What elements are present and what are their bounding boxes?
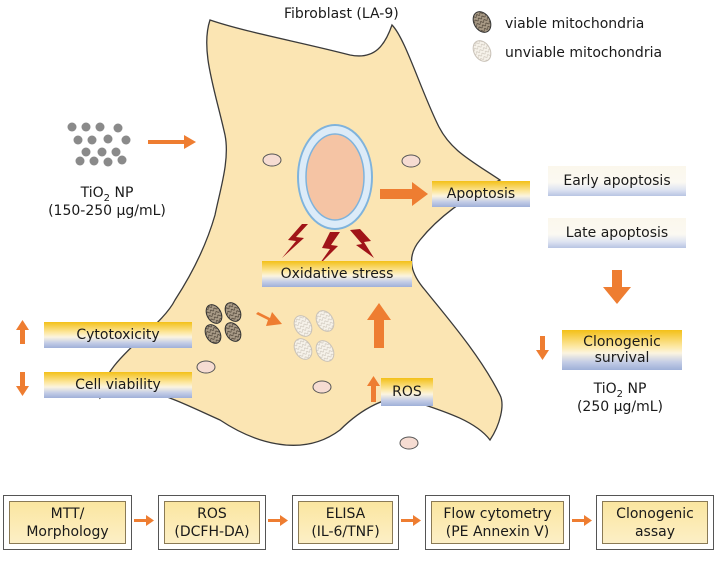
assay-step-label: ELISA (IL-6/TNF) xyxy=(298,501,393,544)
treatment-left: TiO2 NP xyxy=(52,185,162,207)
viable-mitochondrion-icon xyxy=(224,302,242,322)
treatment-left-name: TiO xyxy=(80,185,104,201)
assay-step-clonogenic: Clonogenic assay xyxy=(596,495,714,550)
arrow-up-icon xyxy=(367,376,380,402)
arrow-down-icon xyxy=(603,270,631,304)
treatment-left-dose: (150-250 μg/mL) xyxy=(48,203,166,219)
arrow-right-icon xyxy=(256,312,282,326)
tio2-nanoparticles-icon xyxy=(67,122,131,167)
vesicle xyxy=(399,436,419,450)
assay-step-label: Clonogenic assay xyxy=(602,501,708,544)
oxidative-stress-label: Oxidative stress xyxy=(262,261,412,287)
arrow-up-icon xyxy=(367,303,391,348)
unviable-mitochondrion-icon xyxy=(293,315,313,337)
legend-viable-mitochondrion-icon xyxy=(472,11,492,33)
early-apoptosis-label: Early apoptosis xyxy=(548,166,686,196)
diagram-title: Fibroblast (LA-9) xyxy=(284,6,399,22)
arrow-right-icon xyxy=(148,135,196,149)
treatment-left-suffix: NP xyxy=(110,185,134,201)
viable-mitochondria-cluster xyxy=(204,302,242,344)
clonogenic-survival-label: Clonogenic survival xyxy=(562,330,682,370)
treatment-right: TiO2 NP xyxy=(565,381,675,403)
assay-step-flow-cytometry: Flow cytometry (PE Annexin V) xyxy=(425,495,570,550)
unviable-mitochondrion-icon xyxy=(293,338,313,360)
treatment-right-sub: 2 xyxy=(616,388,624,400)
late-apoptosis-label: Late apoptosis xyxy=(548,218,686,248)
vesicles xyxy=(196,153,421,450)
vesicle xyxy=(262,153,282,167)
arrow-down-icon xyxy=(16,372,29,396)
vesicle xyxy=(312,380,332,394)
arrow-right-icon xyxy=(401,515,421,526)
vesicle xyxy=(401,154,421,168)
assay-step-label: MTT/ Morphology xyxy=(9,501,126,544)
fibroblast-cell xyxy=(99,19,503,446)
legend-viable-label: viable mitochondria xyxy=(505,16,645,32)
unviable-mitochondrion-icon xyxy=(315,340,335,362)
assay-step-label: Flow cytometry (PE Annexin V) xyxy=(431,501,564,544)
viable-mitochondrion-icon xyxy=(205,304,223,324)
arrow-up-icon xyxy=(16,320,29,344)
cytotoxicity-label: Cytotoxicity xyxy=(44,322,192,348)
treatment-right-name: TiO xyxy=(593,381,617,397)
vesicle xyxy=(196,360,216,374)
ros-label: ROS xyxy=(381,378,433,406)
viable-mitochondrion-icon xyxy=(204,324,222,344)
assay-step-ros: ROS (DCFH-DA) xyxy=(158,495,266,550)
arrow-right-icon xyxy=(134,515,154,526)
legend-unviable-mitochondrion-icon xyxy=(472,40,492,62)
treatment-left-sub: 2 xyxy=(103,192,111,204)
nucleus xyxy=(305,133,365,221)
assay-step-label: ROS (DCFH-DA) xyxy=(164,501,260,544)
unviable-mitochondria-cluster xyxy=(293,310,335,362)
apoptosis-label: Apoptosis xyxy=(432,181,530,207)
lightning-bolts-icon xyxy=(282,224,374,266)
assay-step-mtt: MTT/ Morphology xyxy=(3,495,132,550)
viable-mitochondrion-icon xyxy=(224,322,242,342)
legend-unviable-label: unviable mitochondria xyxy=(505,45,663,61)
arrow-right-icon xyxy=(572,515,592,526)
arrow-down-icon xyxy=(536,336,549,360)
cell-viability-label: Cell viability xyxy=(44,372,192,398)
treatment-right-dose: (250 μg/mL) xyxy=(576,399,664,415)
arrows xyxy=(16,135,631,526)
arrow-right-icon xyxy=(380,182,428,206)
treatment-right-suffix: NP xyxy=(623,381,647,397)
unviable-mitochondrion-icon xyxy=(315,310,335,332)
assay-step-elisa: ELISA (IL-6/TNF) xyxy=(292,495,399,550)
arrow-right-icon xyxy=(268,515,288,526)
